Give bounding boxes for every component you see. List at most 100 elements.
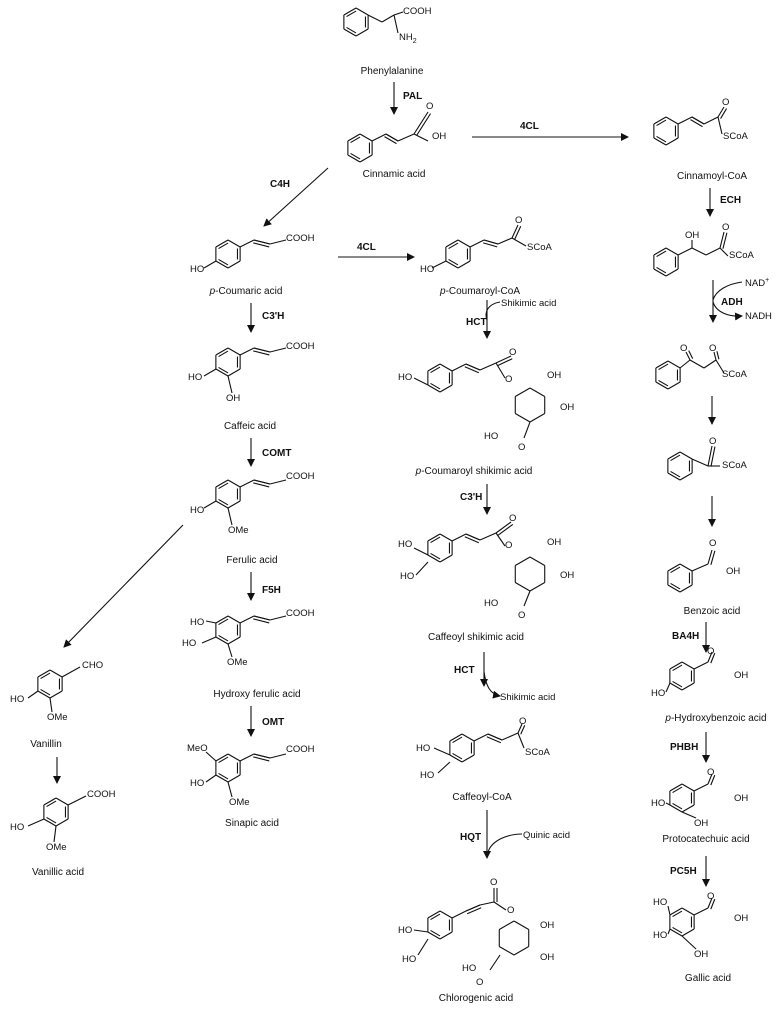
hydroxy-ferulic-ring-bond	[227, 636, 241, 645]
caffeoyl-shikimic-carbonyl	[497, 523, 514, 536]
caffeoyl-shikimic-chain	[479, 532, 497, 541]
group-o: O	[518, 442, 526, 453]
p-coumaroyl-shikimic-ring-double-bond	[430, 382, 441, 390]
group-oh: OH	[734, 670, 749, 681]
label-p-hydroxybenzoic-acid: p-Hydroxybenzoic acid	[665, 713, 767, 724]
hydroxy-intermediate-ring-double-bond	[656, 250, 667, 258]
keto-intermediate-ring-double-bond	[658, 363, 669, 371]
p-coumaroyl-carbonyl	[514, 226, 522, 240]
caffeoyl-coa-ring-bond	[449, 733, 463, 742]
sinapic-ring-bond	[227, 774, 241, 783]
group-scoa: SCoA	[527, 242, 552, 253]
caffeoyl-shikimic-ring-double-bond	[430, 536, 441, 544]
caffeoyl-coa-carbonyl	[517, 723, 523, 734]
ferulic-alkene	[253, 482, 270, 488]
group-cho: CHO	[82, 660, 104, 671]
benzoyl-coa-chain	[691, 458, 709, 467]
shikimate-ring-1	[515, 413, 531, 423]
shikimate-ring-2	[515, 556, 531, 566]
protocatechuic-ring-bond	[669, 804, 683, 813]
keto-intermediate-ring-bond	[667, 360, 681, 369]
group-oh: OH	[540, 952, 555, 963]
group-ho: HO	[190, 505, 205, 516]
cinnamoyl-chain	[677, 116, 693, 125]
protocatechuic-ring-double-bond	[672, 786, 683, 794]
cinnamic-chain	[371, 133, 387, 142]
label-benzoic-acid: Benzoic acid	[683, 606, 741, 617]
ferulic-ring-bond	[215, 500, 229, 509]
p-coumaroyl-chain	[469, 239, 485, 248]
vanillin-ring-bond	[49, 669, 63, 678]
label-gallic-acid: Gallic acid	[684, 973, 732, 984]
group-scoa: SCoA	[722, 460, 747, 471]
sinapic-alkene	[253, 756, 270, 762]
vanillin-ring-double-bond	[40, 672, 51, 680]
p-hydroxybenzoic-ring-bond	[681, 682, 695, 691]
cinnamoyl-alkene	[691, 116, 705, 125]
group-ho: HO	[10, 694, 25, 705]
gallic-ring-bond	[681, 928, 695, 937]
hydroxy-intermediate-ring-double-bond	[656, 266, 667, 274]
caffeoyl-coa-chain	[473, 733, 489, 742]
group-cooh: COOH	[286, 744, 315, 755]
cosubstrate-shikimic-acid-out: Shikimic acid	[500, 692, 556, 703]
phenylalanine-amine-bond	[393, 14, 399, 34]
enzyme-omt: OMT	[262, 717, 285, 728]
caffeoyl-shikimic-ring-bond	[427, 533, 441, 542]
cinnamoyl-chain	[703, 116, 719, 125]
chlorogenic-oh1-bond	[413, 929, 429, 933]
p-coumaric-oh-bond	[203, 260, 217, 269]
vanillic-ring-bond	[43, 797, 57, 806]
label-p-coumaroyl-coa: p-Coumaroyl-CoA	[439, 286, 521, 297]
p-coumaric-chain	[239, 239, 255, 248]
p-coumaroyl-ring-bond	[445, 239, 459, 248]
phenylalanine-chain	[381, 14, 395, 23]
quinate-carboxyl-bond	[489, 954, 501, 971]
protocatechuic-ring-double-bond	[672, 802, 683, 810]
p-coumaric-ring-bond	[227, 260, 241, 269]
caffeic-chain	[239, 347, 255, 356]
p-coumaroyl-shikimic-alkene	[465, 363, 481, 371]
chlorogenic-ring-bond	[439, 910, 453, 919]
group-o: O	[707, 891, 715, 902]
ferulic-oh-bond	[203, 500, 217, 509]
arrow-to-vanillin	[63, 524, 184, 648]
benzoic-ring-double-bond	[670, 582, 681, 590]
group-oh: OH	[560, 570, 575, 581]
hydroxy-intermediate-ring-bond	[665, 268, 679, 277]
group-oh: OH	[694, 949, 709, 960]
group-cooh: COOH	[286, 471, 315, 482]
group-ho: HO	[653, 897, 668, 908]
p-hydroxybenzoic-carbonyl	[707, 651, 713, 663]
ferulic-chain	[269, 479, 287, 485]
group-ho: HO	[653, 930, 668, 941]
cinnamoyl-alkene	[690, 119, 703, 128]
benzoic-ring-bond	[667, 584, 681, 593]
phenylalanine-ring-double-bond	[346, 10, 357, 18]
p-coumaroyl-chain	[511, 237, 527, 247]
cinnamoyl-ring-bond	[653, 116, 667, 125]
benzoyl-coa-carbonyl	[707, 445, 713, 467]
hydroxy-ferulic-oh1-bond	[201, 636, 217, 644]
arrow-nadh-curve	[712, 301, 743, 321]
enzyme-c4h: C4H	[270, 179, 291, 190]
caffeoyl-shikimic-carbonyl	[495, 521, 512, 534]
group-oh: OH	[726, 566, 741, 577]
gallic-ring-bond	[669, 928, 683, 937]
quinate-ring	[499, 920, 515, 930]
chlorogenic-chain	[451, 910, 467, 919]
caffeoyl-shikimic-ring-bond	[439, 554, 453, 563]
group-o: O	[490, 877, 498, 888]
phenylalanine-chain	[367, 14, 383, 23]
keto-intermediate-carbonyl-1	[688, 350, 694, 359]
caffeic-ring-double-bond	[218, 350, 229, 358]
group-o: O	[507, 905, 515, 916]
group-o: O	[476, 977, 484, 988]
group-o: O	[518, 610, 526, 621]
ferulic-ring-bond	[215, 479, 229, 488]
enzyme-pc5h: PC5H	[670, 866, 697, 877]
group-ho: HO	[398, 925, 413, 936]
group-cooh: COOH	[286, 233, 315, 244]
hydroxy-ferulic-ring-double-bond	[218, 618, 229, 626]
hydroxy-ferulic-chain	[269, 615, 287, 621]
